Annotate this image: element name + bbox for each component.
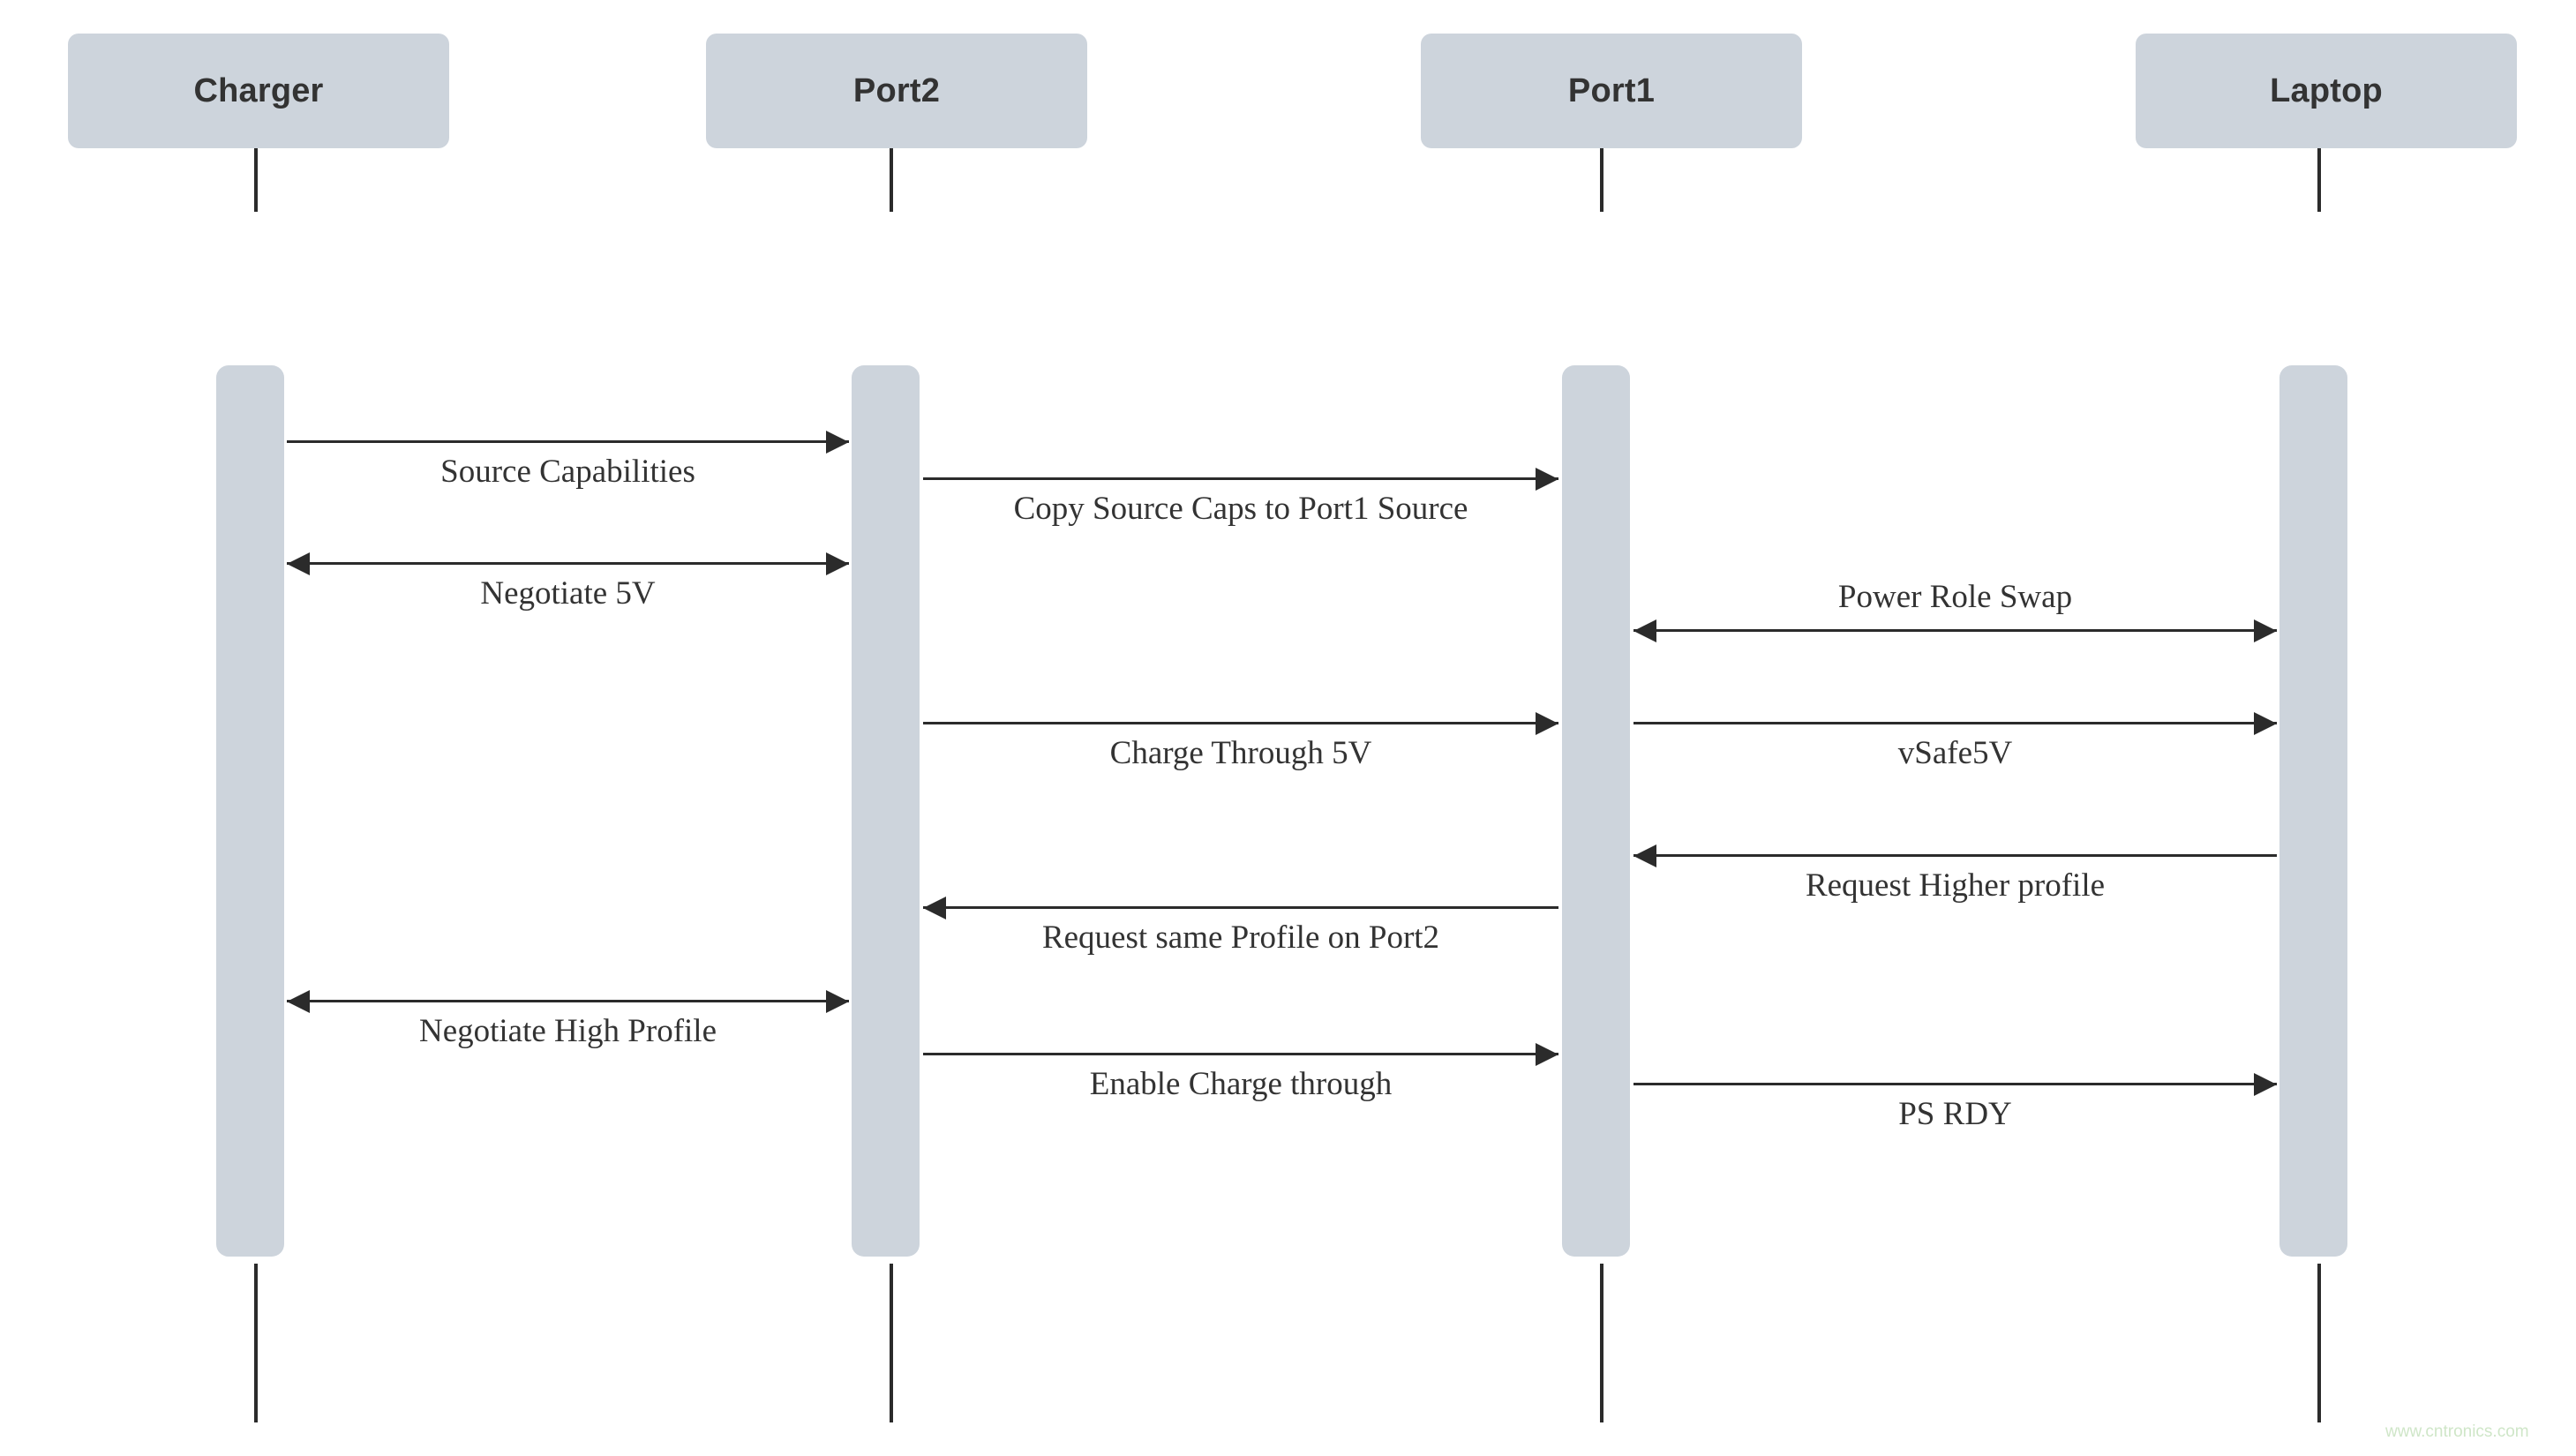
lifeline-charger-upper [254,148,258,212]
lifeline-port2-lower [890,1264,893,1422]
arrowhead-left-m8 [923,897,946,919]
message-label-m11: PS RDY [1898,1096,2012,1132]
arrowhead-left-m7 [1633,844,1656,867]
actor-box-port2[interactable]: Port2 [706,34,1087,148]
actor-box-port1[interactable]: Port1 [1421,34,1802,148]
message-line-m7 [1633,854,2277,857]
message-line-m5 [923,722,1558,724]
lifeline-port1-upper [1600,148,1603,212]
message-label-m4: Power Role Swap [1837,579,2073,615]
lifeline-laptop-lower [2317,1264,2321,1422]
arrowhead-right-m4 [2254,619,2277,642]
watermark: www.cntronics.com [2385,1422,2529,1441]
message-label-m1: Source Capabilities [440,454,695,490]
arrowhead-right-m2 [1536,468,1558,491]
arrowhead-left-m9 [287,990,310,1013]
activation-bar-laptop [2279,365,2347,1257]
actor-label-laptop: Laptop [2270,71,2383,109]
message-label-m8: Request same Profile on Port2 [1041,919,1440,956]
message-line-m8 [923,906,1558,909]
actor-box-charger[interactable]: Charger [68,34,449,148]
message-line-m4 [1633,629,2277,632]
message-line-m10 [923,1053,1558,1055]
lifeline-port2-upper [890,148,893,212]
message-line-m11 [1633,1083,2277,1085]
message-line-m6 [1633,722,2277,724]
message-label-m10: Enable Charge through [1089,1066,1393,1102]
message-label-m7: Request Higher profile [1805,867,2106,904]
message-label-m9: Negotiate High Profile [418,1013,717,1049]
arrowhead-right-m10 [1536,1043,1558,1066]
message-line-m9 [287,1000,849,1002]
arrowhead-left-m3 [287,552,310,575]
lifeline-port1-lower [1600,1264,1603,1422]
arrowhead-right-m5 [1536,712,1558,735]
actor-box-laptop[interactable]: Laptop [2136,34,2517,148]
arrowhead-right-m3 [826,552,849,575]
arrowhead-right-m9 [826,990,849,1013]
actor-label-port2: Port2 [852,71,941,109]
message-line-m2 [923,477,1558,480]
message-line-m1 [287,440,849,443]
message-label-m5: Charge Through 5V [1109,735,1372,771]
arrowhead-right-m11 [2254,1073,2277,1096]
activation-bar-port1 [1562,365,1630,1257]
message-label-m6: vSafe5V [1897,735,2013,771]
arrowhead-right-m6 [2254,712,2277,735]
message-line-m3 [287,562,849,565]
activation-bar-port2 [852,365,920,1257]
message-label-m2: Copy Source Caps to Port1 Source [1013,491,1468,527]
lifeline-charger-lower [254,1264,258,1422]
activation-bar-charger [216,365,284,1257]
actor-label-port1: Port1 [1567,71,1656,109]
actor-label-charger: Charger [193,71,324,109]
arrowhead-right-m1 [826,431,849,454]
arrowhead-left-m4 [1633,619,1656,642]
message-label-m3: Negotiate 5V [480,575,656,612]
lifeline-laptop-upper [2317,148,2321,212]
